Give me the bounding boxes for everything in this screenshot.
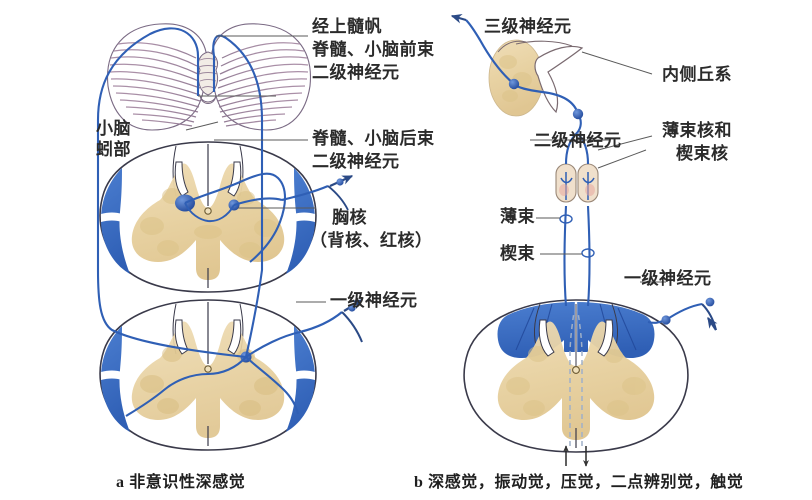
thalamus-drawing (488, 39, 584, 117)
neuron-nodes-b (450, 14, 718, 331)
label-second-order-neuron-a2: 二级神经元 (312, 152, 400, 171)
second-order-soma-node (508, 78, 520, 90)
label-thoracic-nucleus-alt: （背核、红核） (310, 231, 433, 250)
label-cerebellum: 小脑 (96, 119, 131, 138)
panel-a-graphics (96, 23, 364, 451)
label-superior-medullary-velum: 经上髓帆 (312, 17, 382, 36)
label-cerebellar-vermis: 蚓部 (96, 140, 131, 159)
direction-arrows (563, 445, 589, 467)
label-cuneate-fasciculus: 楔束 (500, 244, 535, 263)
peripheral-receptor-node (705, 297, 715, 307)
leader-lines-b (530, 51, 666, 283)
label-gracile-fasciculus: 薄束 (500, 207, 535, 226)
spinal-cord-section-upper-a (99, 141, 317, 293)
dorsal-root-ganglion-node (661, 315, 671, 325)
label-third-order-neuron: 三级神经元 (484, 17, 572, 36)
label-gracile-cuneate-nuclei-2: 楔束核 (676, 144, 729, 163)
label-first-order-neuron-a: 一级神经元 (330, 291, 418, 310)
label-gracile-cuneate-nuclei-1: 薄束核和 (662, 121, 732, 140)
spinal-cord-section-b (463, 299, 689, 467)
dorsal-column-lemniscal-tract (465, 19, 703, 324)
caption-panel-b: b 深感觉，振动觉，压觉，二点辨别觉，触觉 (414, 474, 744, 491)
panel-b-graphics (450, 14, 718, 467)
gracile-cuneate-nuclei (555, 163, 599, 203)
caption-panel-a: a 非意识性深感觉 (116, 474, 246, 491)
label-anterior-spinocerebellar-tract: 脊髓、小脑前束 (312, 40, 435, 59)
afferent-arrows-a (327, 174, 364, 343)
decussation-node (572, 108, 584, 120)
cerebellum-drawing (106, 23, 312, 131)
spinocerebellar-tracts (96, 27, 343, 417)
label-medial-lemniscus: 内侧丘系 (662, 65, 732, 84)
label-second-order-neuron-b: 二级神经元 (534, 131, 622, 150)
label-second-order-neuron-a1: 二级神经元 (312, 63, 400, 82)
leader-lines-a (185, 35, 326, 303)
label-posterior-spinocerebellar-tract: 脊髓、小脑后束 (312, 129, 435, 148)
label-first-order-neuron-b: 一级神经元 (624, 269, 712, 288)
label-thoracic-nucleus: 胸核 (332, 208, 367, 227)
